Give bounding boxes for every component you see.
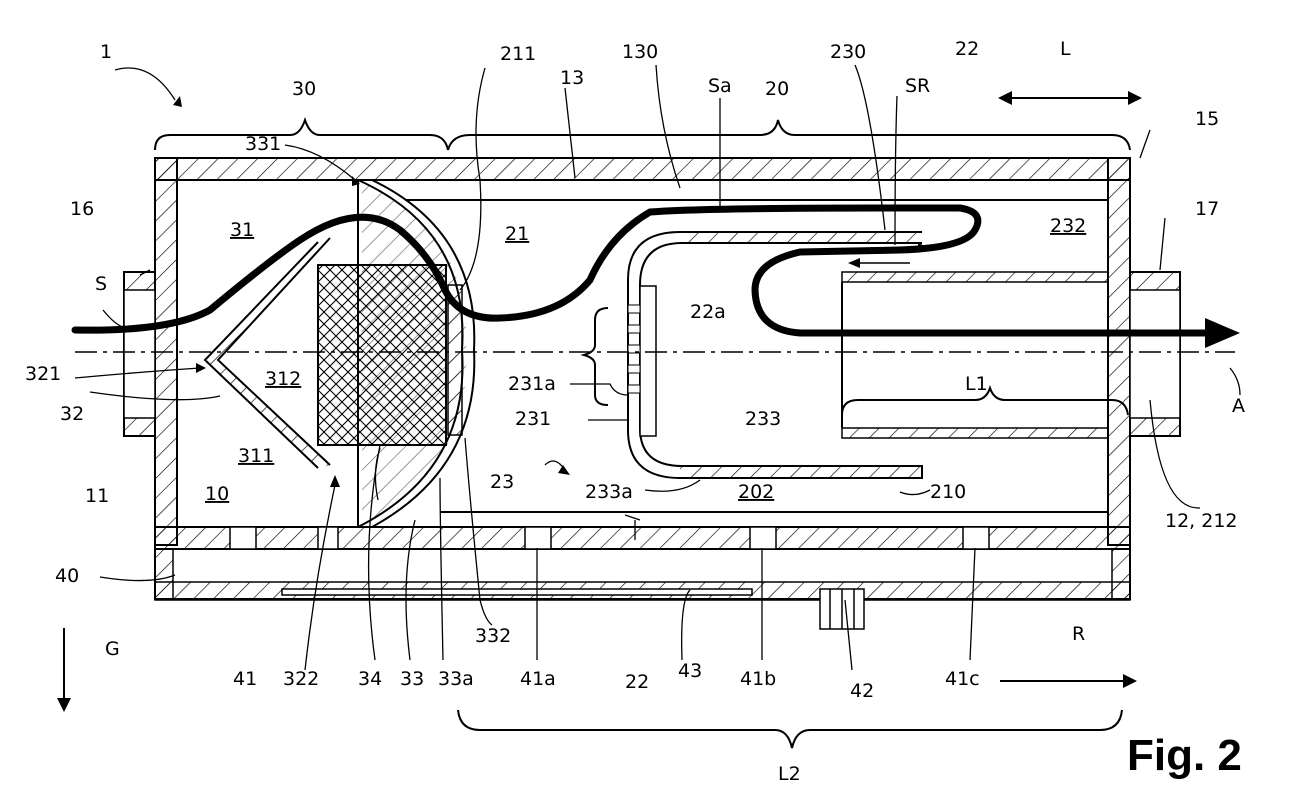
label-31: 31 bbox=[230, 219, 254, 241]
label-10: 10 bbox=[205, 483, 229, 505]
label-20: 20 bbox=[765, 78, 789, 100]
label-G: G bbox=[105, 638, 120, 660]
label-231: 231 bbox=[515, 408, 551, 430]
label-11: 11 bbox=[85, 485, 109, 507]
label-21: 21 bbox=[505, 223, 529, 245]
label-SR: SR bbox=[905, 75, 930, 97]
label-211: 211 bbox=[500, 43, 536, 65]
label-13: 13 bbox=[560, 67, 584, 89]
label-41b: 41b bbox=[740, 668, 776, 690]
label-321: 321 bbox=[25, 363, 61, 385]
label-1: 1 bbox=[100, 41, 112, 63]
label-30: 30 bbox=[292, 78, 316, 100]
label-322: 322 bbox=[283, 668, 319, 690]
label-210: 210 bbox=[930, 481, 966, 503]
figure-title: Fig. 2 bbox=[1127, 731, 1242, 780]
label-233: 233 bbox=[745, 408, 781, 430]
label-231a: 231a bbox=[508, 373, 556, 395]
label-33a: 33a bbox=[438, 668, 474, 690]
label-33: 33 bbox=[400, 668, 424, 690]
label-40: 40 bbox=[55, 565, 79, 587]
label-41: 41 bbox=[233, 668, 257, 690]
inlet-flange bbox=[124, 272, 155, 436]
label-230: 230 bbox=[830, 41, 866, 63]
label-22-top: 22 bbox=[955, 38, 979, 60]
label-15: 15 bbox=[1195, 108, 1219, 130]
outlet-flange bbox=[1130, 272, 1180, 436]
label-L1: L1 bbox=[965, 373, 988, 395]
label-312: 312 bbox=[265, 368, 301, 390]
label-34: 34 bbox=[358, 668, 382, 690]
label-41a: 41a bbox=[520, 668, 556, 690]
label-22a: 22a bbox=[690, 301, 726, 323]
label-41c: 41c bbox=[945, 668, 980, 690]
label-R: R bbox=[1072, 623, 1085, 645]
label-32: 32 bbox=[60, 403, 84, 425]
label-202: 202 bbox=[738, 481, 774, 503]
label-17: 17 bbox=[1195, 198, 1219, 220]
label-331: 331 bbox=[245, 133, 281, 155]
label-S: S bbox=[95, 273, 107, 295]
label-L: L bbox=[1060, 38, 1071, 60]
label-L2: L2 bbox=[778, 763, 801, 785]
label-A: A bbox=[1232, 395, 1245, 417]
label-43: 43 bbox=[678, 660, 702, 682]
filter-mesh bbox=[318, 265, 446, 445]
label-23: 23 bbox=[490, 471, 514, 493]
label-130: 130 bbox=[622, 41, 658, 63]
label-311: 311 bbox=[238, 445, 274, 467]
label-Sa: Sa bbox=[708, 75, 732, 97]
label-332: 332 bbox=[475, 625, 511, 647]
label-232: 232 bbox=[1050, 215, 1086, 237]
label-22-bottom: 22 bbox=[625, 671, 649, 693]
label-233a: 233a bbox=[585, 481, 633, 503]
label-16: 16 bbox=[70, 198, 94, 220]
label-42: 42 bbox=[850, 680, 874, 702]
label-12-212: 12, 212 bbox=[1165, 510, 1238, 532]
